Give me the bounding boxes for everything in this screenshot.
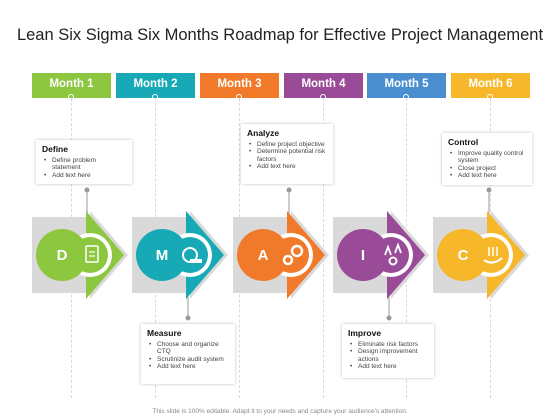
card-measure: Measure Choose and organize CTQ Scrutini…: [141, 324, 235, 384]
connector-dot: [286, 187, 292, 193]
step-letter: A: [258, 247, 269, 264]
card-analyze-item: Determine potential risk factors: [249, 148, 327, 163]
card-measure-item: Scrutinize audit system: [149, 356, 229, 364]
month-1-tab[interactable]: Month 1: [32, 73, 111, 100]
card-improve-list: Eliminate risk factors Design improvemen…: [348, 341, 428, 371]
card-define-item: Add text here: [44, 172, 126, 180]
card-improve-title: Improve: [348, 328, 382, 338]
connector-dot: [84, 187, 90, 193]
column-guide: [323, 98, 324, 398]
card-measure-title: Measure: [147, 328, 182, 338]
step-letter: M: [156, 247, 169, 264]
card-define-item: Define problem statement: [44, 157, 126, 172]
card-control: Control Improve quality control system C…: [442, 133, 532, 185]
step-d: D: [32, 211, 128, 299]
step-c: C: [433, 211, 529, 299]
card-improve-item: Add text here: [350, 363, 428, 371]
card-control-item: Close project: [450, 165, 526, 173]
card-define-list: Define problem statement Add text here: [42, 157, 126, 180]
card-define-title: Define: [42, 144, 68, 154]
card-control-list: Improve quality control system Close pro…: [448, 150, 526, 180]
clipboard-icon: [85, 245, 99, 263]
card-analyze-title: Analyze: [247, 128, 280, 138]
card-analyze-item: Define project objective: [249, 141, 327, 149]
step-a: A: [233, 211, 329, 299]
step-letter: C: [458, 247, 469, 264]
page-title: Lean Six Sigma Six Months Roadmap for Ef…: [16, 26, 544, 44]
step-letter: I: [361, 247, 365, 264]
card-measure-item: Add text here: [149, 363, 229, 371]
month-6-tab[interactable]: Month 6: [451, 73, 530, 100]
letter-circle: [36, 229, 88, 281]
month-5-tab[interactable]: Month 5: [367, 73, 446, 100]
step-letter: D: [57, 247, 68, 264]
month-4-tab[interactable]: Month 4: [284, 73, 363, 100]
card-control-item: Improve quality control system: [450, 150, 526, 165]
measuring-tape-icon: [182, 247, 202, 263]
letter-circle: [237, 229, 289, 281]
connector-dot: [185, 315, 191, 321]
hand-controls-icon: [483, 247, 503, 264]
step-m: M: [132, 211, 228, 299]
connector-dot: [486, 187, 492, 193]
connector-dot: [386, 315, 392, 321]
gears-icon: [282, 244, 304, 266]
card-analyze-item: Add text here: [249, 163, 327, 171]
card-improve: Improve Eliminate risk factors Design im…: [342, 324, 434, 378]
card-control-item: Add text here: [450, 172, 526, 180]
card-analyze-list: Define project objective Determine poten…: [247, 141, 327, 171]
step-i: I: [333, 211, 429, 299]
footer-note: This slide is 100% editable. Adapt it to…: [152, 408, 408, 415]
letter-circle: [337, 229, 389, 281]
letter-circle: [136, 229, 188, 281]
letter-circle: [437, 229, 489, 281]
card-measure-list: Choose and organize CTQ Scrutinize audit…: [147, 341, 229, 371]
arrows-up-gears-icon: [384, 242, 402, 266]
card-improve-item: Design improvement actions: [350, 348, 428, 363]
card-improve-item: Eliminate risk factors: [350, 341, 428, 349]
card-analyze: Analyze Define project objective Determi…: [241, 124, 333, 184]
card-define: Define Define problem statement Add text…: [36, 140, 132, 184]
card-measure-item: Choose and organize CTQ: [149, 341, 229, 356]
month-2-tab[interactable]: Month 2: [116, 73, 195, 100]
month-3-tab[interactable]: Month 3: [200, 73, 279, 100]
card-control-title: Control: [448, 137, 479, 147]
